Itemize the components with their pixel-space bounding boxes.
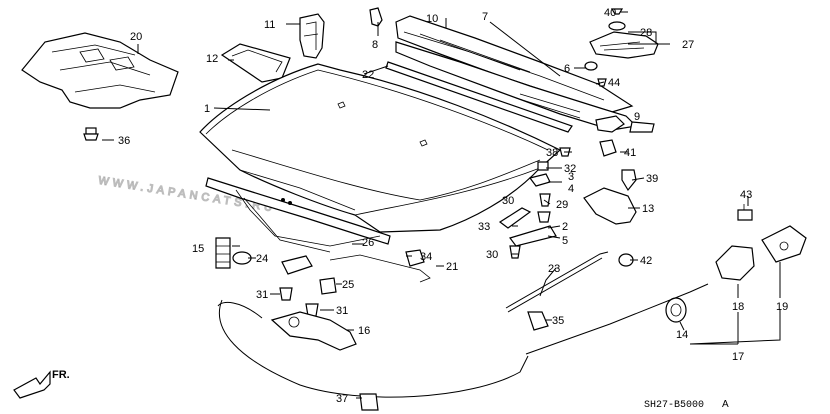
callout-10: 10 <box>426 13 438 25</box>
callout-24: 24 <box>256 253 268 265</box>
callout-27: 27 <box>682 39 694 51</box>
callout-23: 23 <box>548 263 560 275</box>
callout-21: 21 <box>446 261 458 273</box>
callout-31a: 31 <box>256 289 268 301</box>
rail-end-clip <box>405 249 425 267</box>
hood-panel <box>199 63 562 233</box>
callout-25: 25 <box>342 279 354 291</box>
lock-bracket <box>281 255 337 295</box>
hood-seal-pad <box>220 43 291 83</box>
callout-35: 35 <box>552 315 564 327</box>
hood-latch <box>715 225 807 281</box>
callout-37: 37 <box>336 393 348 405</box>
cowl-top <box>395 15 638 131</box>
callout-39: 39 <box>646 173 658 185</box>
hood-prop-rod <box>505 251 609 313</box>
callout-41: 41 <box>624 147 636 159</box>
rubber-buffer-15 <box>215 237 231 269</box>
callout-19: 19 <box>776 301 788 313</box>
clip-41 <box>599 139 617 157</box>
release-cable <box>217 283 709 398</box>
callout-5: 5 <box>562 235 568 247</box>
support-brackets <box>498 207 557 247</box>
bolt-31 <box>279 287 319 317</box>
bolt-43 <box>737 204 753 221</box>
hood-front-rail <box>205 177 431 283</box>
callout-34: 34 <box>420 251 432 263</box>
callout-22: 22 <box>362 69 374 81</box>
callout-3: 3 <box>568 171 574 183</box>
clip-36 <box>83 127 99 141</box>
callout-42: 42 <box>640 255 652 267</box>
callout-15: 15 <box>192 243 204 255</box>
callout-labels: 1 2 3 4 5 6 7 8 9 10 11 12 13 14 15 16 1… <box>118 7 788 405</box>
engine-under-cover <box>21 32 179 109</box>
callout-17: 17 <box>732 351 744 363</box>
callout-14: 14 <box>676 329 688 341</box>
hood-hinge <box>299 13 325 59</box>
callout-12: 12 <box>206 53 218 65</box>
callout-44: 44 <box>608 77 620 89</box>
callout-32: 32 <box>564 163 576 175</box>
hood-lock <box>270 311 357 351</box>
callout-16: 16 <box>358 325 370 337</box>
cowl-brackets <box>595 115 655 133</box>
clip-39 <box>621 169 637 192</box>
callout-26: 26 <box>362 237 374 249</box>
clip-37 <box>359 393 379 411</box>
callout-6: 6 <box>564 63 570 75</box>
diagram-code: SH27-B5000 A <box>644 399 729 411</box>
callout-28: 28 <box>640 27 652 39</box>
callout-31b: 31 <box>336 305 348 317</box>
callout-18: 18 <box>732 301 744 313</box>
callout-1: 1 <box>204 103 210 115</box>
callout-4: 4 <box>568 183 574 195</box>
release-knob <box>665 297 687 323</box>
callout-13: 13 <box>642 203 654 215</box>
callout-33: 33 <box>478 221 490 233</box>
callout-30a: 30 <box>502 195 514 207</box>
clip-35 <box>527 311 549 331</box>
hood-bracket-13 <box>583 187 637 225</box>
front-label: FR. <box>52 369 70 381</box>
callout-9: 9 <box>634 111 640 123</box>
callout-29: 29 <box>556 199 568 211</box>
callout-40: 40 <box>604 7 616 19</box>
callout-36: 36 <box>118 135 130 147</box>
front-arrow: FR. <box>13 369 70 399</box>
clip-8 <box>369 7 383 27</box>
leader-lines <box>102 11 781 399</box>
latch-base-group <box>584 8 659 87</box>
callout-2: 2 <box>562 221 568 233</box>
diagram-code-suffix: A <box>722 399 729 410</box>
callout-20: 20 <box>130 31 142 43</box>
callout-43: 43 <box>740 189 752 201</box>
diagram-code-text: SH27-B5000 <box>644 400 704 411</box>
callout-11: 11 <box>264 19 275 31</box>
callout-38: 38 <box>546 147 558 159</box>
callout-7: 7 <box>482 11 488 23</box>
callout-30b: 30 <box>486 249 498 261</box>
small-fasteners <box>509 147 571 259</box>
callout-8: 8 <box>372 39 378 51</box>
